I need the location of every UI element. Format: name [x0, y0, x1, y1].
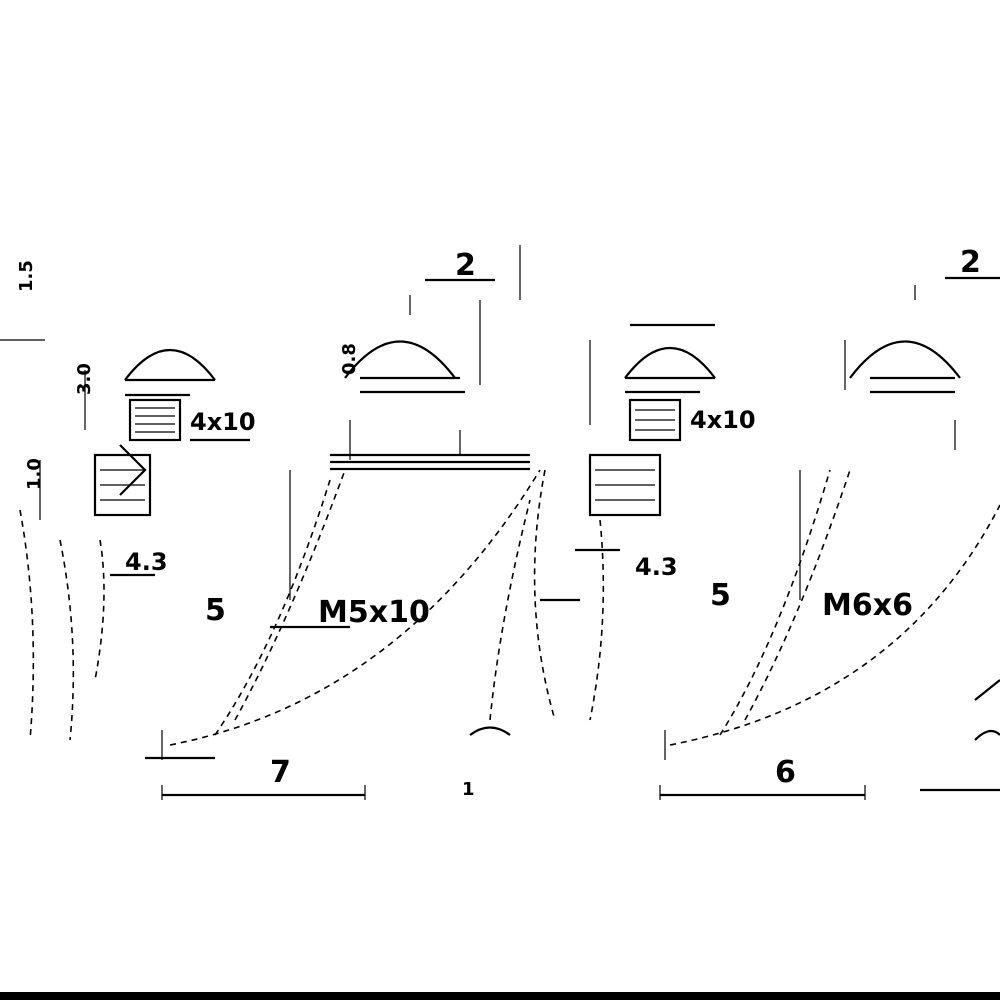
- label-1-0: 1.0: [24, 458, 45, 490]
- right-sweep-dashed: [669, 504, 1000, 746]
- label-dim-6: 6: [775, 755, 796, 790]
- label-dim-5-right: 5: [710, 578, 731, 613]
- mid-right-fastener-drawing: [469, 323, 716, 736]
- label-0-8: 0.8: [339, 343, 360, 375]
- label-m5x10: M5x10: [318, 595, 430, 630]
- bottom-border-bar: [0, 992, 1000, 1000]
- label-dim-1-bottom: 1: [462, 779, 475, 800]
- mid-left-head-arc: [344, 340, 456, 379]
- label-4-3-right: 4.3: [635, 553, 678, 581]
- label-dim-5-left: 5: [205, 593, 226, 628]
- label-dim-7: 7: [270, 755, 291, 790]
- label-4-3-left: 4.3: [125, 548, 168, 576]
- right-head-arc: [849, 340, 961, 379]
- left-outline-dashed: [19, 509, 35, 741]
- left-fastener-drawing: [0, 339, 250, 741]
- mid-right-head-arc: [624, 346, 716, 379]
- left-head-arc: [124, 348, 216, 381]
- label-4x10-left: 4x10: [190, 408, 256, 436]
- label-m6x6: M6x6: [822, 588, 913, 623]
- label-dim-2-top-right: 2: [960, 245, 981, 280]
- label-4x10-right: 4x10: [690, 406, 756, 434]
- label-dim-2-top-mid: 2: [455, 248, 476, 283]
- label-1-5: 1.5: [16, 260, 37, 292]
- label-3-0: 3.0: [74, 363, 95, 395]
- mid-left-fastener-drawing: [145, 245, 541, 800]
- right-fastener-drawing: [659, 276, 1000, 800]
